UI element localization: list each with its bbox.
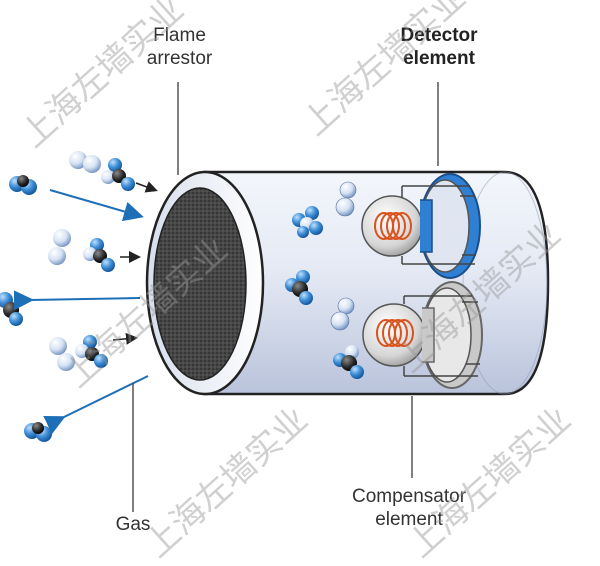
molecule [335, 181, 357, 217]
molecule [9, 175, 37, 195]
detector-element [361, 173, 481, 279]
leader-lines [132, 82, 439, 512]
molecule [0, 292, 23, 326]
detector-coil [374, 212, 412, 240]
detector-label-line2: element [403, 48, 475, 69]
molecule [330, 297, 355, 331]
detector-label-line1: Detector [400, 25, 478, 46]
molecule [75, 335, 108, 368]
diagram-canvas [0, 82, 550, 512]
molecule [49, 337, 75, 371]
compensator-coil [376, 319, 414, 347]
outflow-arrow [13, 290, 141, 311]
detector-element-label: Detector element [383, 24, 495, 70]
flame-arrestor [145, 170, 265, 396]
molecule [83, 238, 115, 272]
inner-molecules [285, 181, 364, 379]
sensor-diagram: Flame arrestor Detector element Compensa… [0, 0, 579, 566]
molecule [24, 422, 52, 442]
compensator-label-line1: Compensator [351, 486, 467, 507]
compensator-element [362, 281, 483, 389]
molecule [69, 151, 135, 191]
molecule [292, 206, 323, 238]
molecule [333, 345, 364, 379]
flame-arrestor-label-line1: Flame [153, 25, 206, 46]
compensator-element-label: Compensator element [339, 485, 479, 531]
gas-label: Gas [115, 514, 151, 535]
flame-arrestor-label-line2: arrestor [146, 48, 213, 69]
molecule [285, 270, 313, 305]
inflow-arrow [112, 332, 138, 345]
outflow-arrow [49, 189, 144, 222]
flame-arrestor-label: Flame arrestor [132, 24, 227, 70]
compensator-label-line2: element [375, 509, 443, 530]
inflow-arrow [135, 181, 158, 193]
molecule [48, 229, 71, 265]
